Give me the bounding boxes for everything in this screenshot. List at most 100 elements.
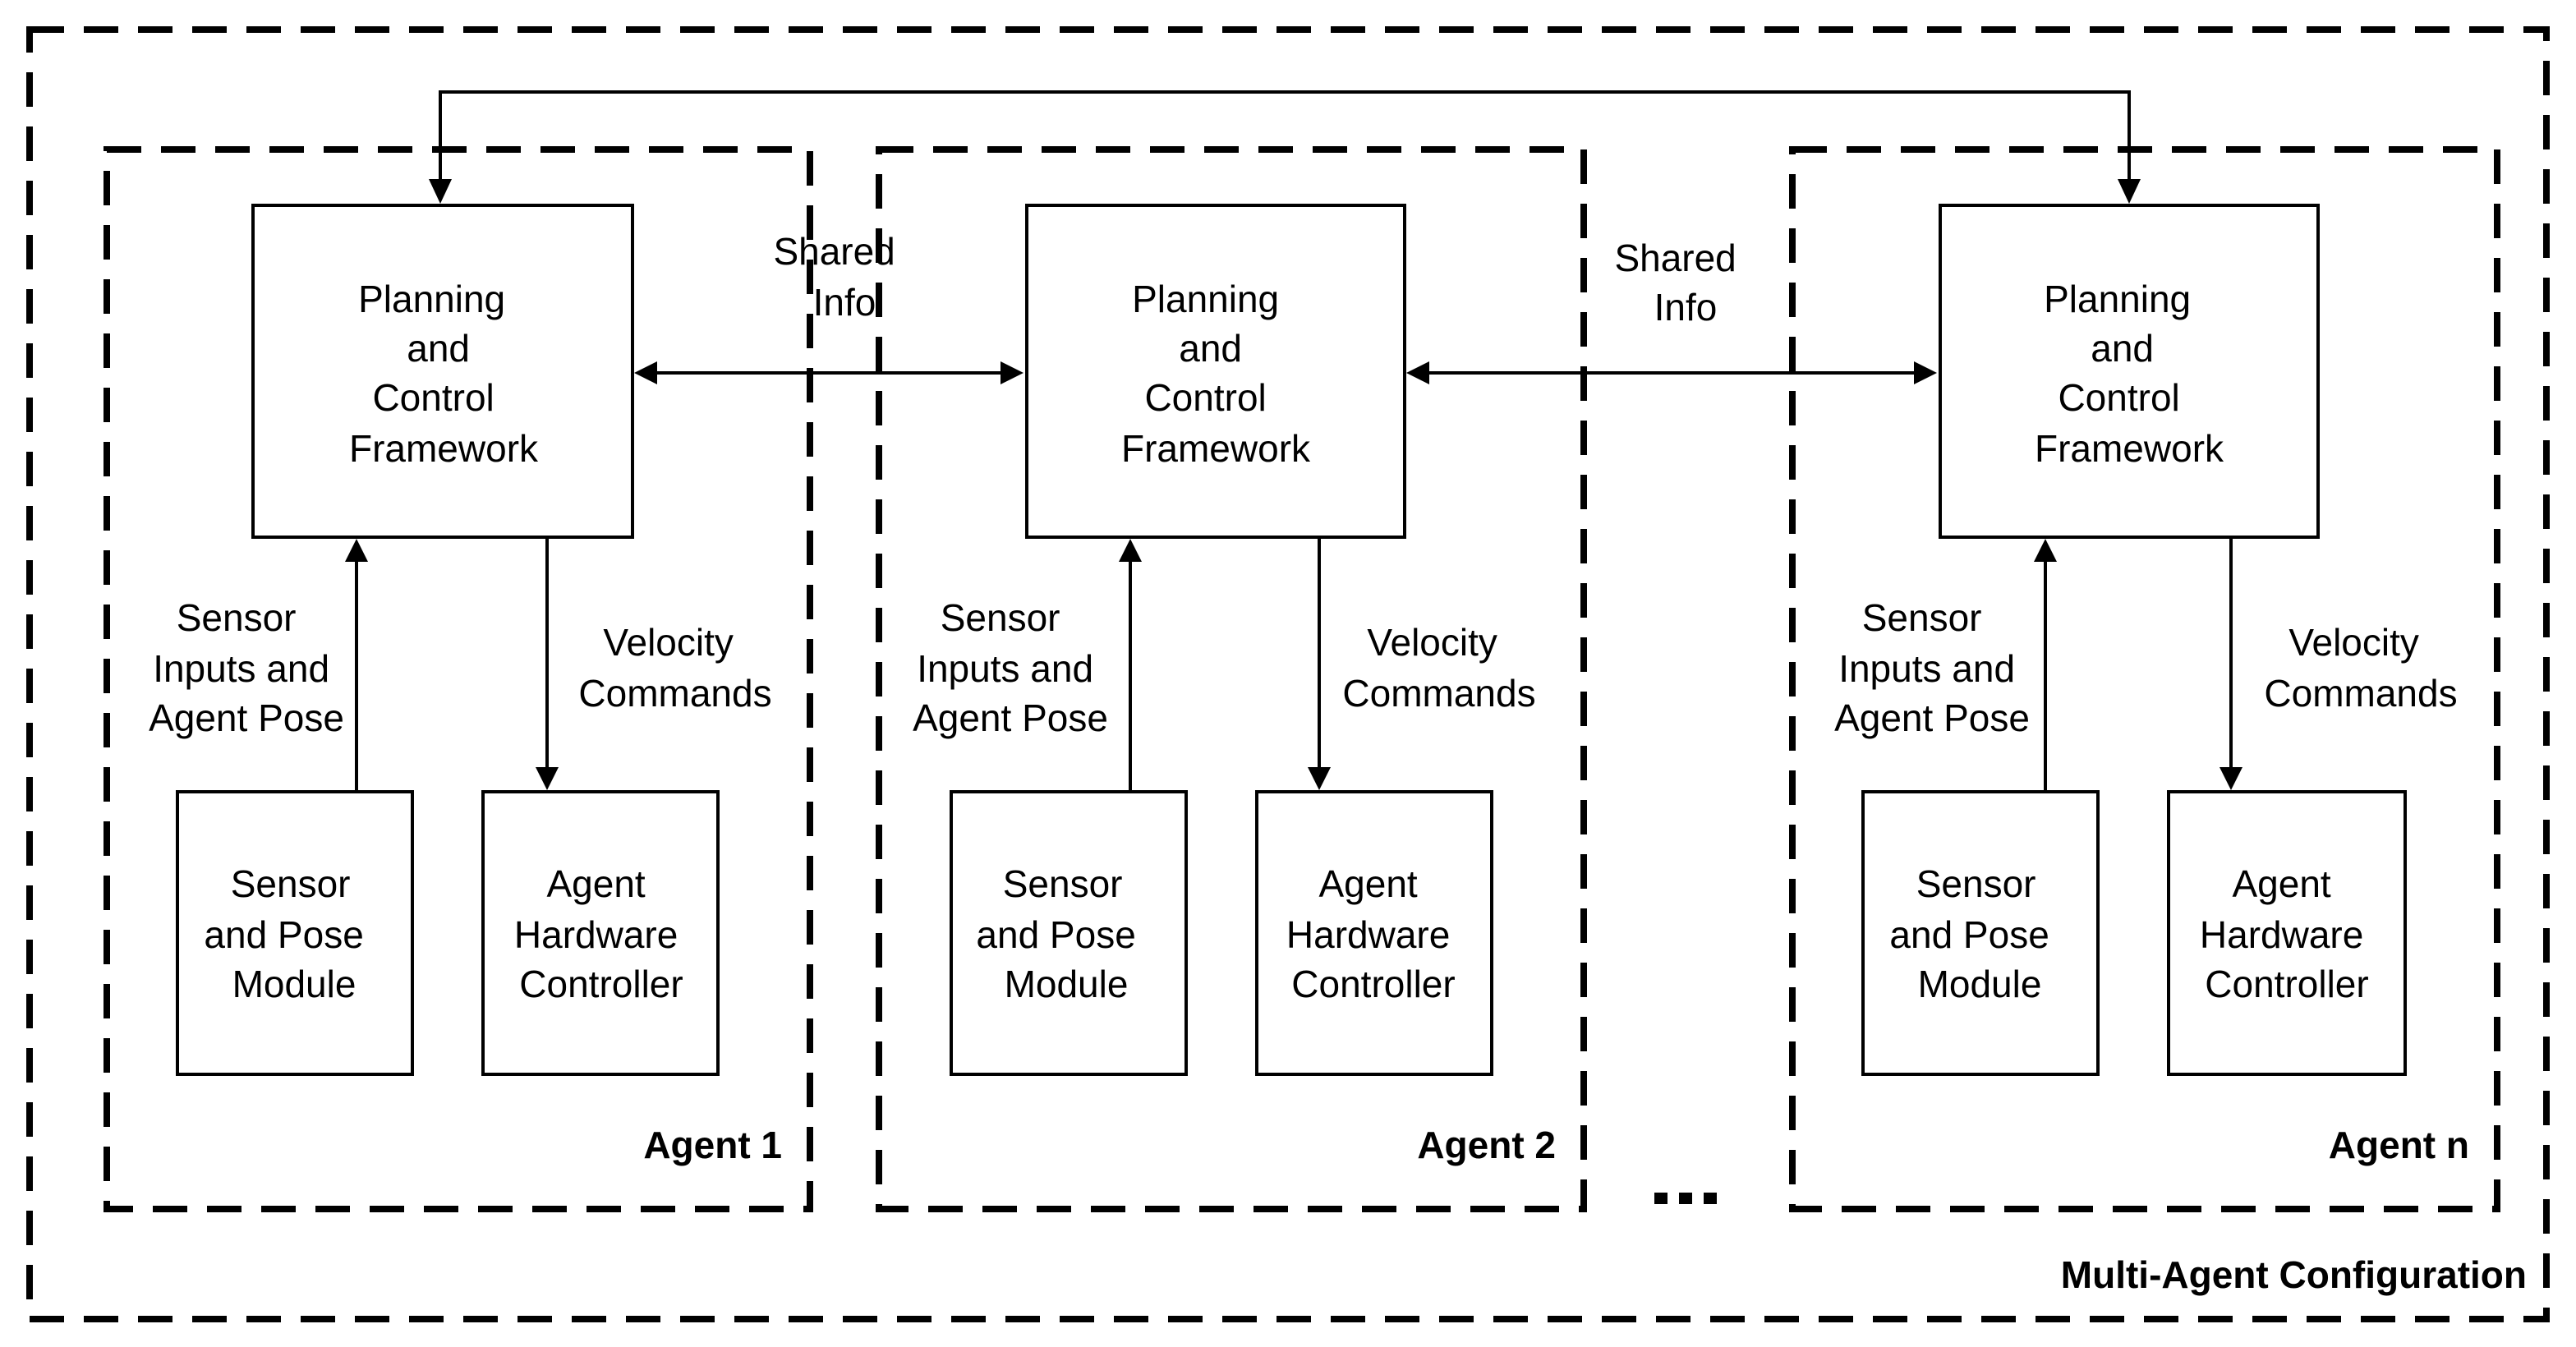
box-line: and xyxy=(407,327,470,370)
box-line: Hardware xyxy=(2200,913,2363,956)
shared-info-line: Shared xyxy=(773,230,895,273)
top-connector-line xyxy=(439,90,2131,179)
sensor-pose-module-box xyxy=(176,790,414,1076)
arrowhead-down xyxy=(536,767,559,790)
agent-1: Planning and Control Framework Sensor an… xyxy=(149,204,772,1076)
planning-control-label: Planning and Control Framework xyxy=(2035,278,2224,470)
box-line: Module xyxy=(232,963,356,1005)
agent-n-frame xyxy=(1789,146,2500,1212)
box-line: Framework xyxy=(1121,427,1311,470)
arrowhead-shared-2-right xyxy=(1914,361,1937,384)
sensor-pose-module-label: Sensor and Pose Module xyxy=(1889,862,2059,1005)
hardware-controller-box xyxy=(2167,790,2407,1076)
hardware-controller-label: Agent Hardware Controller xyxy=(514,862,688,1005)
agent-1-frame xyxy=(104,146,813,1212)
box-line: Planning xyxy=(2044,278,2191,320)
edge-line: Agent Pose xyxy=(1834,696,2030,739)
planning-control-box xyxy=(1025,204,1406,539)
multi-agent-label: Multi-Agent Configuration xyxy=(2061,1253,2527,1296)
box-line: Control xyxy=(1144,376,1266,419)
arrowhead-shared-2-left xyxy=(1406,361,1429,384)
edge-line: Commands xyxy=(2264,672,2457,715)
ellipsis-dot xyxy=(1679,1193,1692,1204)
velocity-command-label: Velocity Commands xyxy=(2264,621,2457,715)
edge-line: Sensor xyxy=(1862,596,1982,639)
sensor-input-label: Sensor Inputs and Agent Pose xyxy=(913,596,1108,739)
box-line: Sensor xyxy=(1003,862,1123,905)
edge-line: Sensor xyxy=(177,596,297,639)
agent-2: Planning and Control Framework Sensor an… xyxy=(913,204,1536,1076)
box-line: Module xyxy=(1005,963,1129,1005)
agent-1-label: Agent 1 xyxy=(643,1124,782,1166)
box-line: and xyxy=(2091,327,2154,370)
box-line: Control xyxy=(372,376,494,419)
box-line: Controller xyxy=(2205,963,2368,1005)
shared-info-label-1: Shared Info xyxy=(773,230,905,324)
arrowhead-down xyxy=(2220,767,2242,790)
hardware-controller-box xyxy=(1255,790,1493,1076)
planning-control-label: Planning and Control Framework xyxy=(1121,278,1311,470)
edge-line: Velocity xyxy=(2288,621,2419,664)
arrowhead-shared-1-right xyxy=(1000,361,1024,384)
velocity-command-label: Velocity Commands xyxy=(1342,621,1535,715)
hardware-controller-label: Agent Hardware Controller xyxy=(1286,862,1460,1005)
ellipsis xyxy=(1654,1193,1717,1204)
box-line: Hardware xyxy=(1286,913,1450,956)
arrowhead-into-agent-1 xyxy=(429,179,452,204)
planning-control-label: Planning and Control Framework xyxy=(349,278,539,470)
sensor-pose-module-label: Sensor and Pose Module xyxy=(204,862,374,1005)
edge-line: Commands xyxy=(1342,672,1535,715)
box-line: and Pose xyxy=(204,913,363,956)
shared-info-line: Info xyxy=(813,281,876,324)
shared-info-line: Info xyxy=(1654,286,1718,329)
velocity-command-label: Velocity Commands xyxy=(578,621,771,715)
agent-n: Planning and Control Framework Sensor an… xyxy=(1834,204,2458,1076)
arrowhead-up xyxy=(345,539,368,562)
hardware-controller-label: Agent Hardware Controller xyxy=(2200,862,2374,1005)
edge-line: Velocity xyxy=(603,621,734,664)
box-line: Sensor xyxy=(231,862,351,905)
ellipsis-dot xyxy=(1704,1193,1717,1204)
box-line: Framework xyxy=(2035,427,2224,470)
edge-line: Agent Pose xyxy=(913,696,1108,739)
box-line: Framework xyxy=(349,427,539,470)
shared-info-label-2: Shared Info xyxy=(1614,237,1746,329)
box-line: Controller xyxy=(519,963,683,1005)
box-line: and Pose xyxy=(976,913,1135,956)
planning-control-box xyxy=(1939,204,2320,539)
box-line: Agent xyxy=(1319,862,1418,905)
edge-line: Inputs and xyxy=(153,647,329,690)
edge-line: Velocity xyxy=(1367,621,1497,664)
ellipsis-dot xyxy=(1654,1193,1668,1204)
edge-line: Agent Pose xyxy=(149,696,344,739)
planning-control-box xyxy=(251,204,634,539)
sensor-pose-module-box xyxy=(950,790,1188,1076)
box-line: and xyxy=(1179,327,1242,370)
box-line: Sensor xyxy=(1916,862,2036,905)
box-line: Agent xyxy=(2233,862,2331,905)
agent-2-label: Agent 2 xyxy=(1417,1124,1556,1166)
box-line: Control xyxy=(2058,376,2179,419)
box-line: Controller xyxy=(1291,963,1455,1005)
edge-line: Inputs and xyxy=(1838,647,2015,690)
box-line: Agent xyxy=(547,862,646,905)
agent-n-label: Agent n xyxy=(2329,1124,2469,1166)
agent-2-frame xyxy=(876,146,1587,1212)
box-line: Module xyxy=(1918,963,2042,1005)
sensor-input-label: Sensor Inputs and Agent Pose xyxy=(149,596,344,739)
arrowhead-down xyxy=(1308,767,1331,790)
arrowhead-shared-1-left xyxy=(634,361,657,384)
box-line: and Pose xyxy=(1889,913,2049,956)
arrowhead-up xyxy=(2034,539,2057,562)
box-line: Planning xyxy=(358,278,505,320)
edge-line: Sensor xyxy=(941,596,1060,639)
shared-info-line: Shared xyxy=(1614,237,1736,279)
sensor-pose-module-box xyxy=(1861,790,2100,1076)
hardware-controller-box xyxy=(481,790,720,1076)
edge-line: Inputs and xyxy=(917,647,1093,690)
box-line: Planning xyxy=(1132,278,1279,320)
multi-agent-frame xyxy=(26,26,2550,1322)
box-line: Hardware xyxy=(514,913,678,956)
arrowhead-into-agent-n xyxy=(2118,179,2141,204)
